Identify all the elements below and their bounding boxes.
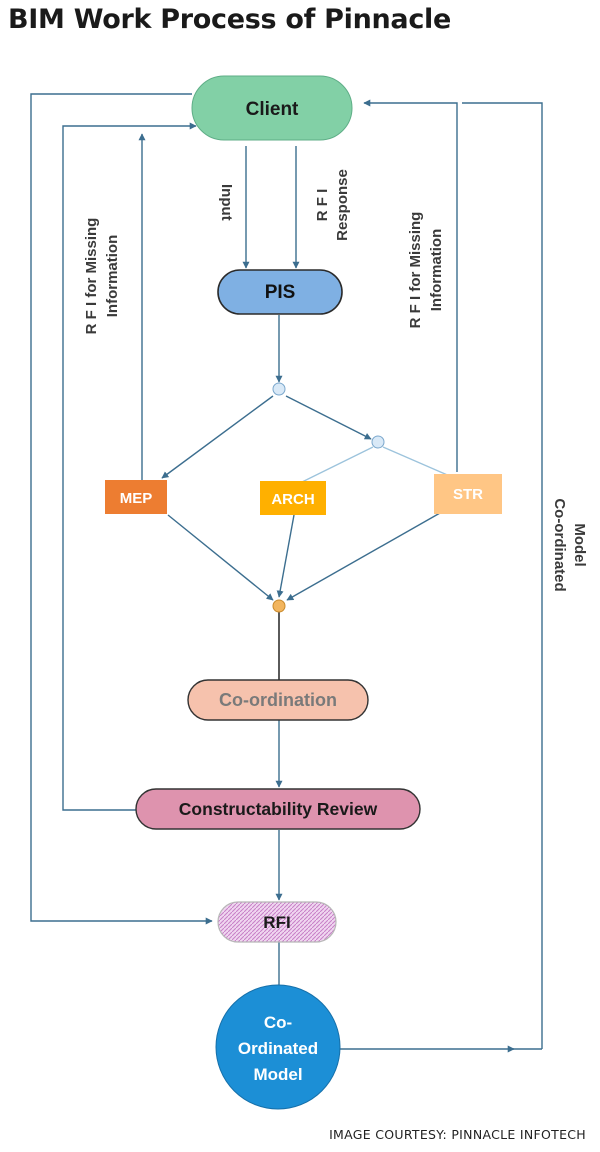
arch-node: ARCH bbox=[260, 481, 326, 515]
rfi-missing-left-line1: R F I for Missing bbox=[83, 218, 100, 335]
split-junction bbox=[272, 382, 286, 396]
image-credit: IMAGE COURTESY: PINNACLE INFOTECH bbox=[329, 1127, 586, 1142]
constructability-node: Constructability Review bbox=[135, 788, 421, 830]
pis-node: PIS bbox=[217, 269, 343, 315]
model-label-line2: Ordinated bbox=[238, 1039, 318, 1058]
constructability-label: Constructability Review bbox=[179, 799, 378, 819]
connector-split-to-str bbox=[382, 446, 453, 478]
client-label: Client bbox=[246, 99, 299, 120]
merge-junction bbox=[272, 599, 286, 613]
connector-client-to-rfi bbox=[30, 93, 213, 925]
coordinated-model-node: Co- Ordinated Model bbox=[215, 984, 341, 1110]
sub-split-junction bbox=[371, 435, 385, 449]
model-label-line1: Co- bbox=[264, 1013, 292, 1032]
rfi-label: RFI bbox=[263, 913, 290, 932]
connector-junction-to-split bbox=[285, 395, 372, 440]
mep-node: MEP bbox=[105, 480, 167, 514]
page-title: BIM Work Process of Pinnacle bbox=[8, 4, 452, 35]
connector-junction-to-mep bbox=[161, 395, 274, 479]
rfi-missing-right-line1: R F I for Missing bbox=[407, 212, 424, 329]
connector-str-to-merge bbox=[286, 512, 441, 601]
mep-label: MEP bbox=[120, 490, 153, 507]
rfi-missing-right-line2: Information bbox=[428, 229, 445, 312]
str-node: STR bbox=[434, 474, 502, 514]
coordinated-model-label-line1: Co-ordinated bbox=[551, 498, 568, 591]
pis-label: PIS bbox=[265, 282, 296, 303]
connector-split-to-arch bbox=[299, 446, 374, 484]
connector-str-to-client bbox=[363, 99, 458, 472]
arch-label: ARCH bbox=[271, 491, 314, 508]
coordination-node: Co-ordination bbox=[187, 679, 369, 721]
str-label: STR bbox=[453, 486, 483, 503]
rfi-node: RFI bbox=[217, 901, 337, 943]
connector-mep-to-merge bbox=[167, 514, 274, 601]
client-node: Client bbox=[191, 75, 353, 141]
coordination-label: Co-ordination bbox=[219, 690, 337, 710]
rfi-missing-left-line2: Information bbox=[104, 235, 121, 318]
rfi-response-label-line2: Response bbox=[334, 169, 351, 241]
input-label: Input bbox=[218, 184, 235, 221]
connector-review-to-client bbox=[62, 122, 197, 811]
connector-model-to-client bbox=[462, 102, 543, 1049]
connector-arch-to-merge bbox=[276, 514, 295, 598]
model-label-line3: Model bbox=[253, 1065, 302, 1084]
coordinated-model-label-line2: Model bbox=[571, 523, 588, 566]
rfi-response-label-line1: R F I bbox=[314, 189, 331, 222]
